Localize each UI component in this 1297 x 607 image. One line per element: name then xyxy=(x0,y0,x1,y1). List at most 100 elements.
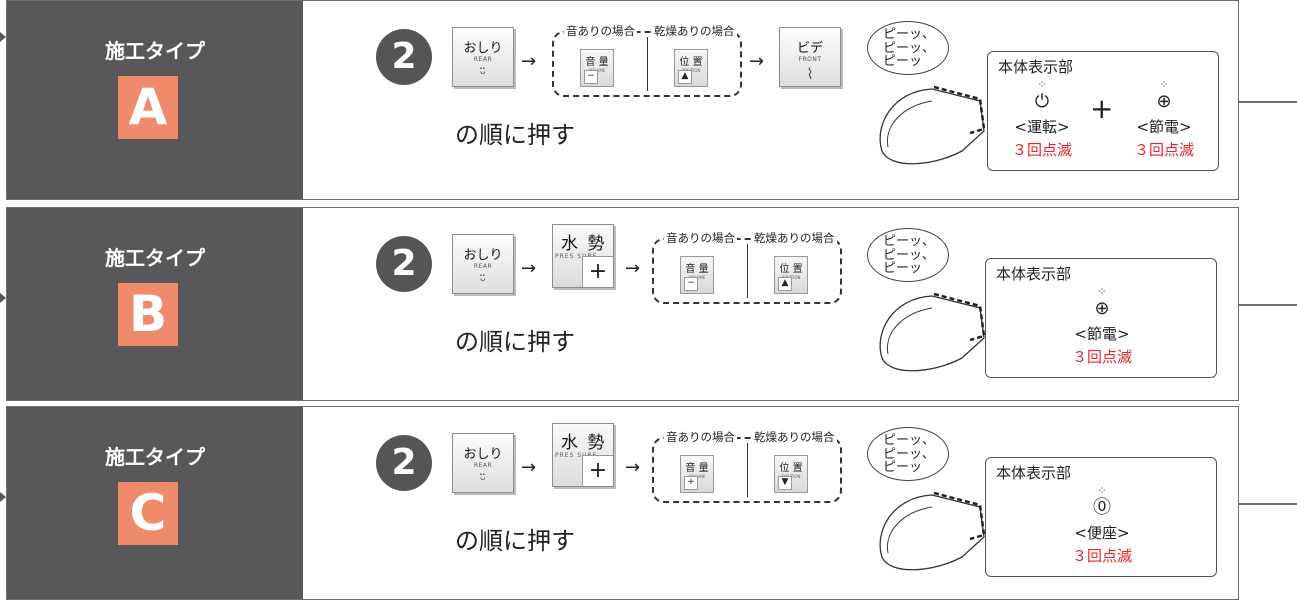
toilet-seat-icon xyxy=(879,491,986,571)
indicator-name: <節電> xyxy=(1136,118,1192,136)
step-number: 2 xyxy=(376,435,432,491)
button-label: おしり xyxy=(463,248,503,263)
indicator-eco: ⁘ ⊕ <節電> ３回点滅 xyxy=(1124,79,1204,160)
down-triangle-icon: ▼ xyxy=(778,476,792,490)
position-button: 位 置 POSITION ▼ xyxy=(774,455,808,493)
oshiri-button: おしり REAR ᵕ̈ xyxy=(452,433,514,493)
plus-icon: + xyxy=(582,256,613,287)
minus-icon: − xyxy=(684,277,698,291)
button-sublabel: FRONT xyxy=(798,56,822,63)
blink-mark-icon: ⁘ xyxy=(1037,78,1047,91)
button-label: 位 置 xyxy=(779,264,803,275)
button-label: 音 量 xyxy=(585,57,609,68)
button-label: 水 勢 xyxy=(561,433,607,453)
row-type-a: 施工タイプ A 2 おしり REAR ᵕ̈ → 音ありの場合 乾燥ありの場合 音… xyxy=(6,0,1239,200)
connector-line xyxy=(1239,304,1297,306)
speech-bubble: ピーッ、 ピーッ、 ピーッ xyxy=(867,21,949,75)
panel-title: 本体表示部 xyxy=(998,58,1074,76)
indicator-name: <運転> xyxy=(1014,118,1070,136)
blink-text: ３回点滅 xyxy=(1071,348,1132,366)
instruction-text: の順に押す xyxy=(455,121,575,149)
beep-text: ピーッ、 ピーッ、 ピーッ xyxy=(883,27,935,69)
button-label: 音 量 xyxy=(685,463,709,474)
button-label: ビデ xyxy=(796,41,823,56)
indicator-operation: ⁘ ⏻ <運転> ３回点滅 xyxy=(1002,78,1082,160)
panel-title: 本体表示部 xyxy=(996,265,1072,283)
arrow-icon: → xyxy=(625,258,641,279)
indicator-name: <節電> xyxy=(1074,325,1130,343)
caption-sound: 音ありの場合 xyxy=(564,23,637,39)
divider xyxy=(647,37,648,91)
bide-button: ビデ FRONT ⌇ xyxy=(779,27,841,87)
panel-title: 本体表示部 xyxy=(996,464,1072,482)
front-spray-icon: ⌇ xyxy=(806,65,814,83)
arrow-icon: → xyxy=(521,457,537,478)
volume-button: 音 量 VOLUME + xyxy=(680,455,714,493)
indicator-eco: ⁘ ⊕ <節電> ３回点滅 xyxy=(1062,285,1142,367)
type-panel: 施工タイプ B xyxy=(7,208,303,400)
row-type-b: 施工タイプ B 2 おしり REAR ᵕ̈ → 水 勢 PRES SURE + … xyxy=(6,207,1239,401)
minus-icon: − xyxy=(584,70,598,84)
oshiri-button: おしり REAR ᵕ̈ xyxy=(452,27,514,87)
speech-bubble: ピーッ、 ピーッ、 ピーッ xyxy=(867,427,949,481)
button-sublabel: REAR xyxy=(473,462,493,469)
indicator-seat: ⁘ ⓪ <便座> ３回点滅 xyxy=(1062,484,1142,566)
volume-button: 音 量 VOLUME − xyxy=(680,256,714,294)
button-sublabel: PRES SURE xyxy=(555,253,598,260)
blink-mark-icon: ⁘ xyxy=(1097,484,1107,497)
connector-line xyxy=(1239,503,1297,505)
button-sublabel: REAR xyxy=(473,263,493,270)
type-label: 施工タイプ xyxy=(105,246,205,270)
step-number: 2 xyxy=(376,236,432,292)
plus-icon: + xyxy=(684,476,698,490)
divider xyxy=(747,244,748,298)
type-panel: 施工タイプ A xyxy=(7,1,303,199)
type-label: 施工タイプ xyxy=(105,445,205,469)
arrow-icon: → xyxy=(521,51,537,72)
option-group: 音ありの場合 乾燥ありの場合 音 量 VOLUME + 位 置 POSITION… xyxy=(652,429,842,503)
speech-bubble: ピーッ、 ピーッ、 ピーッ xyxy=(867,228,949,282)
option-group: 音ありの場合 乾燥ありの場合 音 量 VOLUME − 位 置 POSITION… xyxy=(552,23,742,97)
type-letter: A xyxy=(118,76,178,139)
connector-line xyxy=(1239,101,1297,103)
type-letter: C xyxy=(118,482,178,545)
step-number: 2 xyxy=(376,29,432,85)
instruction-text: の順に押す xyxy=(455,328,575,356)
beep-text: ピーッ、 ピーッ、 ピーッ xyxy=(883,234,935,276)
rear-spray-icon: ᵕ̈ xyxy=(479,272,487,290)
divider xyxy=(747,443,748,497)
toilet-seat-icon xyxy=(879,85,986,165)
button-label: 水 勢 xyxy=(561,234,607,254)
button-label: 音 量 xyxy=(685,264,709,275)
blink-text: ３回点滅 xyxy=(1071,547,1132,565)
button-label: 位 置 xyxy=(679,57,703,68)
caption-sound: 音ありの場合 xyxy=(664,429,737,445)
seat-icon: ⓪ xyxy=(1093,497,1111,518)
caption-dry: 乾燥ありの場合 xyxy=(652,23,737,39)
leaf-icon: ⊕ xyxy=(1094,298,1110,319)
indicator-name: <便座> xyxy=(1074,524,1130,542)
button-label: おしり xyxy=(463,41,503,56)
pressure-button: 水 勢 PRES SURE + xyxy=(552,224,614,288)
button-sublabel: PRES SURE xyxy=(555,452,598,459)
row-type-c: 施工タイプ C 2 おしり REAR ᵕ̈ → 水 勢 PRES SURE + … xyxy=(6,406,1239,600)
instruction-text: の順に押す xyxy=(455,527,575,555)
position-button: 位 置 POSITION ▲ xyxy=(774,256,808,294)
button-label: 位 置 xyxy=(779,463,803,474)
toilet-seat-icon xyxy=(879,292,986,372)
button-sublabel: REAR xyxy=(473,56,493,63)
display-panel: 本体表示部 ⁘ ⊕ <節電> ３回点滅 xyxy=(985,258,1217,378)
pointer-icon xyxy=(0,492,6,502)
position-button: 位 置 POSITION ▲ xyxy=(674,49,708,87)
type-panel: 施工タイプ C xyxy=(7,407,303,599)
volume-button: 音 量 VOLUME − xyxy=(580,49,614,87)
oshiri-button: おしり REAR ᵕ̈ xyxy=(452,234,514,294)
beep-text: ピーッ、 ピーッ、 ピーッ xyxy=(883,433,935,475)
button-label: おしり xyxy=(463,447,503,462)
rear-spray-icon: ᵕ̈ xyxy=(479,65,487,83)
arrow-icon: → xyxy=(625,457,641,478)
caption-dry: 乾燥ありの場合 xyxy=(752,230,837,246)
type-letter: B xyxy=(118,283,178,346)
blink-mark-icon: ⁘ xyxy=(1097,285,1107,298)
arrow-icon: → xyxy=(521,258,537,279)
